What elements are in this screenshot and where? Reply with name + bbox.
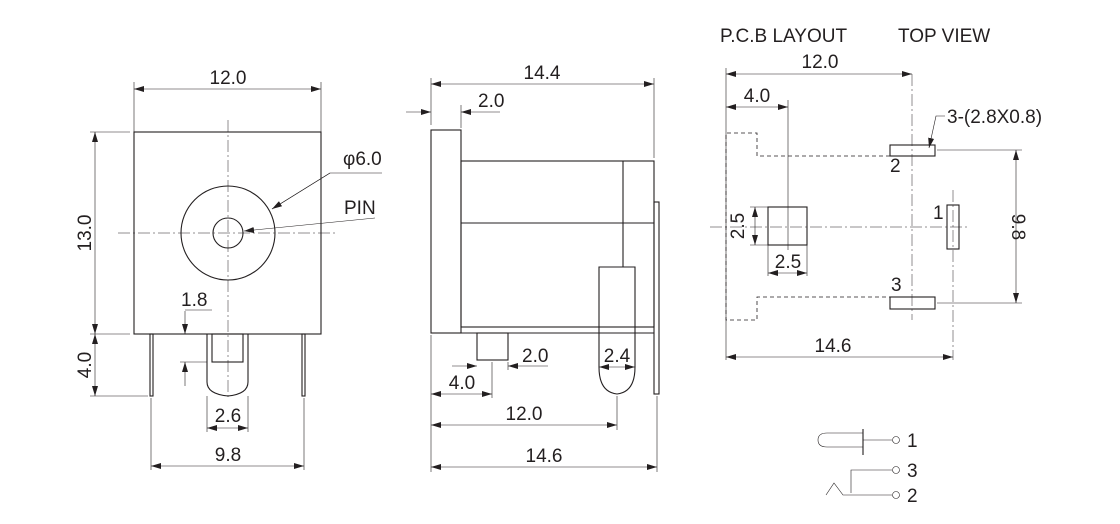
dim-total-length: 14.6 — [526, 446, 563, 467]
top-view-title: TOP VIEW — [898, 26, 990, 47]
terminal-2: 2 — [907, 486, 918, 507]
pcb-title: P.C.B LAYOUT — [720, 26, 847, 47]
pcb-dim-total: 14.6 — [815, 336, 852, 357]
schematic-symbol: 1 3 2 — [817, 429, 918, 507]
dim-width: 12.0 — [210, 68, 247, 89]
pcb-dim-hole-w: 2.5 — [775, 252, 801, 273]
dim-rear-pin-width: 2.4 — [604, 346, 631, 367]
dim-flange: 2.0 — [478, 91, 504, 112]
pad-label-2: 2 — [890, 156, 901, 177]
pin-label: PIN — [344, 198, 376, 219]
front-view: 12.0 13.0 4.0 φ6.0 PIN 1.8 2.6 9.8 — [75, 68, 382, 470]
dim-offset: 1.8 — [181, 290, 207, 311]
terminal-3: 3 — [907, 461, 918, 482]
dim-pin-length: 4.0 — [75, 352, 96, 378]
pcb-dim-center-offset: 4.0 — [744, 86, 770, 107]
pcb-layout: P.C.B LAYOUT TOP VIEW 12.0 4.0 3-(2.8X0.… — [710, 26, 1042, 360]
side-view: 14.4 2.0 2.0 4.0 2.4 12.0 14.6 — [406, 63, 660, 472]
dim-pin-width: 2.0 — [522, 346, 548, 367]
pcb-dim-pad-spacing: 9.8 — [1007, 214, 1028, 240]
pad-spec: 3-(2.8X0.8) — [947, 107, 1042, 128]
dim-rear-pin-pos: 12.0 — [506, 404, 543, 425]
dim-pin-spacing: 9.8 — [215, 445, 241, 466]
pcb-dim-hole-h: 2.5 — [728, 213, 749, 239]
pad-label-1: 1 — [933, 203, 944, 224]
pcb-dim-width: 12.0 — [802, 52, 839, 73]
terminal-1: 1 — [907, 431, 918, 452]
dim-center-pin: 2.6 — [215, 406, 241, 427]
dim-pin-offset: 4.0 — [449, 373, 475, 394]
dim-diameter: φ6.0 — [343, 149, 382, 170]
dim-height: 13.0 — [75, 215, 96, 252]
dim-length: 14.4 — [524, 63, 561, 84]
pad-label-3: 3 — [891, 275, 902, 296]
